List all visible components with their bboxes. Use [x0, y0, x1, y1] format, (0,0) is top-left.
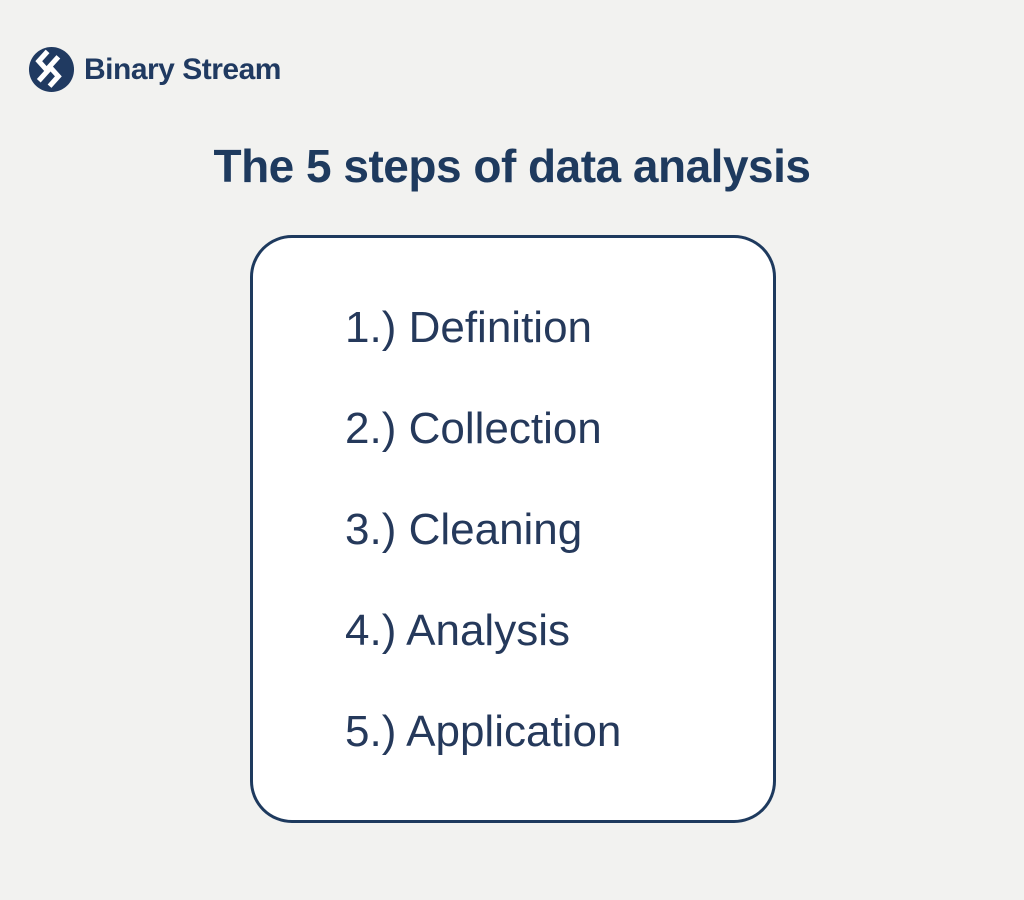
page-title: The 5 steps of data analysis — [213, 140, 811, 192]
steps-card: 1.) Definition 2.) Collection 3.) Cleani… — [250, 235, 776, 823]
steps-list: 1.) Definition 2.) Collection 3.) Cleani… — [253, 238, 773, 754]
step-item-definition: 1.) Definition — [345, 303, 593, 352]
logo-wordmark: Binary Stream — [84, 53, 281, 86]
binary-stream-logo: Binary Stream — [28, 46, 281, 93]
step-item-collection: 2.) Collection — [345, 404, 602, 453]
step-item-cleaning: 3.) Cleaning — [345, 505, 583, 554]
step-item-application: 5.) Application — [345, 707, 622, 756]
step-item-analysis: 4.) Analysis — [345, 606, 570, 655]
binary-stream-icon — [28, 46, 75, 93]
